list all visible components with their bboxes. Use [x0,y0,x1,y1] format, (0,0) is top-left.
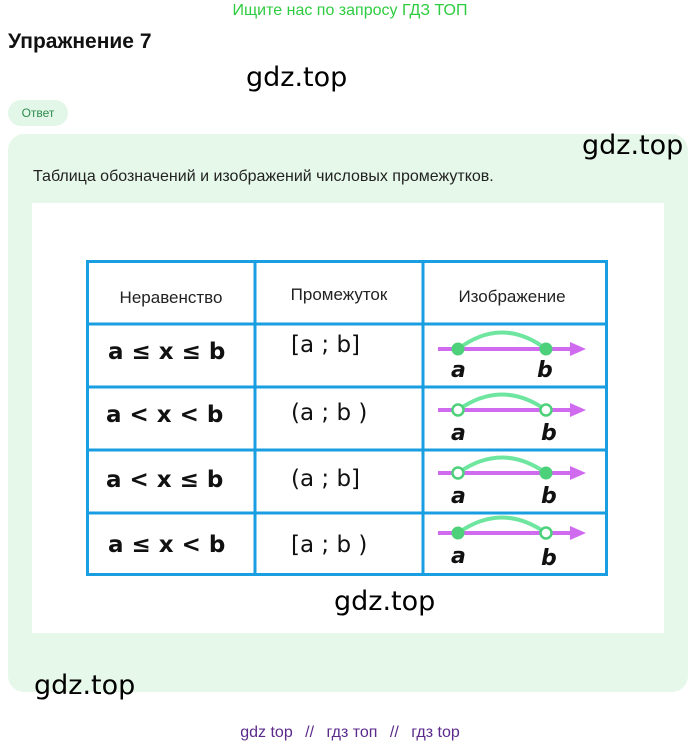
footer-link[interactable]: gdz top [240,724,293,741]
point-b [539,526,553,540]
watermark: gdz.top [582,130,684,161]
point-label-a: a [451,358,466,383]
point-label-a: a [451,544,466,569]
footer-separator: // [389,724,399,741]
interval-cell: (a ; b ) [291,400,367,426]
exercise-title: Упражнение 7 [8,30,152,53]
point-b [539,342,553,356]
interval-arc [456,330,548,351]
point-b [539,403,553,417]
point-label-b: b [541,484,557,509]
table-row: a < x < b (a ; b ) a b [106,392,586,446]
point-a [451,466,465,480]
watermark: gdz.top [246,62,348,93]
inequality-cell: a < x ≤ b [106,467,223,493]
column-header: Неравенство [120,288,223,307]
watermark: gdz.top [334,586,436,617]
point-a [451,526,465,540]
axis-arrow-icon [570,526,586,540]
interval-arc [456,392,548,412]
inequality-cell: a ≤ x ≤ b [108,339,225,365]
footer-link[interactable]: гдз топ [326,724,378,741]
axis-arrow-icon [570,403,586,417]
footer-links: gdz top // гдз топ // гдз top [0,724,700,742]
table-row: a ≤ x ≤ b [a ; b] a b [108,330,586,383]
point-label-b: b [541,421,557,446]
table-border [86,260,608,576]
interval-cell: (a ; b] [291,466,360,492]
answer-caption: Таблица обозначений и изображений числов… [33,168,494,185]
table-row: a < x ≤ b (a ; b] a b [106,455,586,509]
column-header: Изображение [458,287,565,306]
interval-cell: [a ; b] [291,332,360,358]
inequality-cell: a < x < b [106,402,223,428]
table-row: a ≤ x < b [a ; b ) a b [108,515,586,571]
axis-arrow-icon [570,466,586,480]
search-banner: Ищите нас по запросу ГДЗ ТОП [232,2,468,19]
point-label-b: b [537,358,553,383]
point-label-b: b [541,546,557,571]
point-a [451,403,465,417]
footer-separator: // [305,724,315,741]
point-label-a: a [451,484,466,509]
interval-arc [456,515,548,535]
inequality-cell: a ≤ x < b [108,532,225,558]
column-header: Промежуток [291,285,388,304]
watermark: gdz.top [34,670,136,701]
point-a [451,342,465,356]
interval-arc [456,455,548,475]
interval-cell: [a ; b ) [291,532,367,558]
footer-link[interactable]: гдз top [411,724,460,741]
interval-table: Неравенство Промежуток Изображение a ≤ x… [86,260,608,576]
axis-arrow-icon [570,342,586,356]
answer-tab[interactable]: Ответ [8,100,68,126]
point-label-a: a [451,421,466,446]
point-b [539,466,553,480]
